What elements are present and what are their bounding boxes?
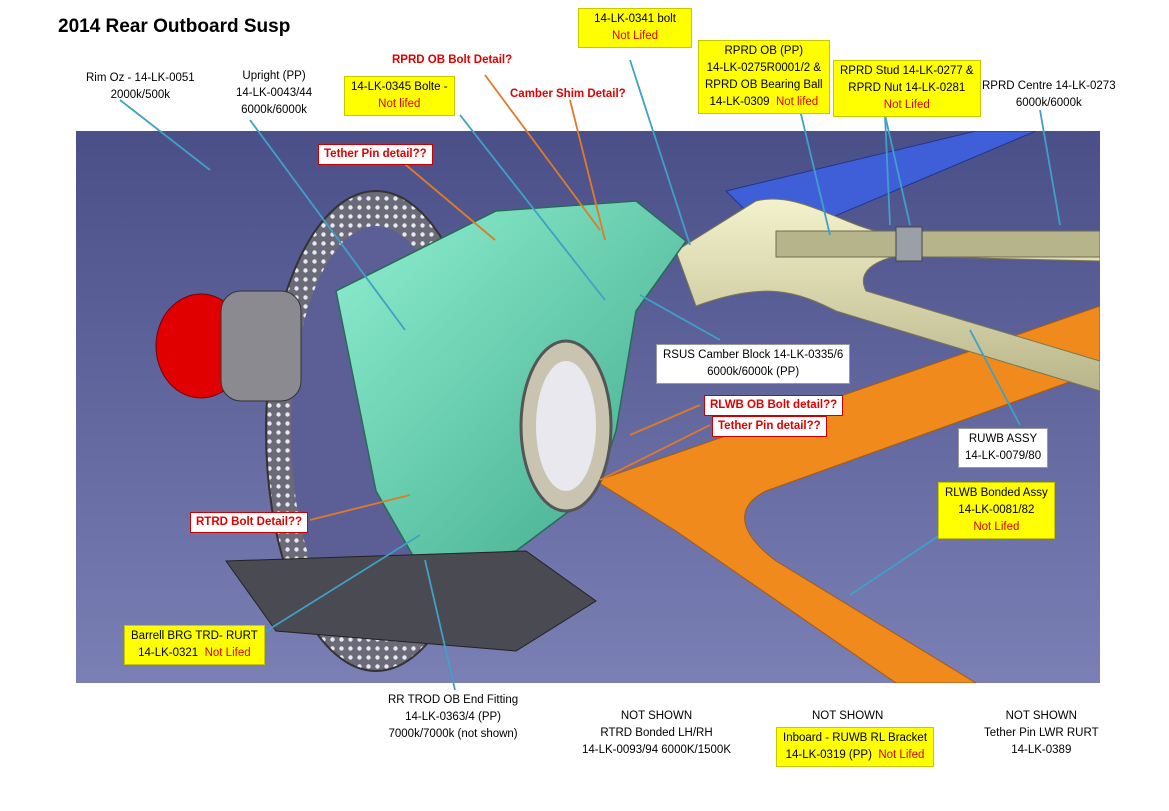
label-tether-pin-lwr: NOT SHOWN Tether Pin LWR RURT 14-LK-0389	[984, 710, 1099, 756]
page-title: 2014 Rear Outboard Susp	[58, 16, 291, 37]
rprd-centre-rod	[775, 230, 1100, 258]
label-rprd-ob: RPRD OB (PP) 14-LK-0275R0001/2 & RPRD OB…	[698, 40, 830, 114]
label-inboard-ruwb: Inboard - RUWB RL Bracket 14-LK-0319 (PP…	[776, 727, 935, 767]
label-rprd-ob-bolt-detail: RPRD OB Bolt Detail?	[392, 54, 513, 66]
label-rsus-camber-block: RSUS Camber Block 14-LK-0335/6 6000k/600…	[656, 344, 851, 384]
label-rr-trod: RR TROD OB End Fitting 14-LK-0363/4 (PP)…	[388, 694, 519, 740]
label-rprd-stud: RPRD Stud 14-LK-0277 & RPRD Nut 14-LK-02…	[833, 60, 981, 117]
label-camber-shim-detail: Camber Shim Detail?	[510, 88, 626, 100]
label-rlwb-ob-bolt-detail: RLWB OB Bolt detail??	[704, 395, 844, 416]
label-tether-pin-detail-mid: Tether Pin detail??	[712, 416, 827, 437]
label-rtrd-bonded: NOT SHOWN RTRD Bonded LH/RH 14-LK-0093/9…	[582, 710, 731, 756]
label-barrell-brg: Barrell BRG TRD- RURT 14-LK-0321 Not Lif…	[124, 625, 265, 665]
label-rlwb-bonded: RLWB Bonded Assy 14-LK-0081/82 Not Lifed	[938, 482, 1055, 539]
cad-render	[76, 131, 1100, 683]
hub-body	[220, 290, 302, 402]
label-rprd-centre: RPRD Centre 14-LK-0273 6000k/6000k	[982, 80, 1116, 109]
label-tether-pin-detail-top: Tether Pin detail??	[318, 144, 433, 165]
rprd-nut	[895, 226, 923, 262]
label-upright: Upright (PP) 14-LK-0043/44 6000k/6000k	[236, 70, 313, 116]
label-inboard-ruwb-not-shown: NOT SHOWN	[812, 710, 884, 722]
label-bolt-0345: 14-LK-0345 Bolte - Not lifed	[344, 76, 455, 116]
label-rtrd-bolt-detail: RTRD Bolt Detail??	[190, 512, 309, 533]
label-ruwb-assy: RUWB ASSY 14-LK-0079/80	[958, 428, 1049, 468]
label-rim: Rim Oz - 14-LK-0051 2000k/500k	[86, 72, 195, 101]
label-bolt-0341: 14-LK-0341 bolt Not Lifed	[578, 8, 692, 48]
